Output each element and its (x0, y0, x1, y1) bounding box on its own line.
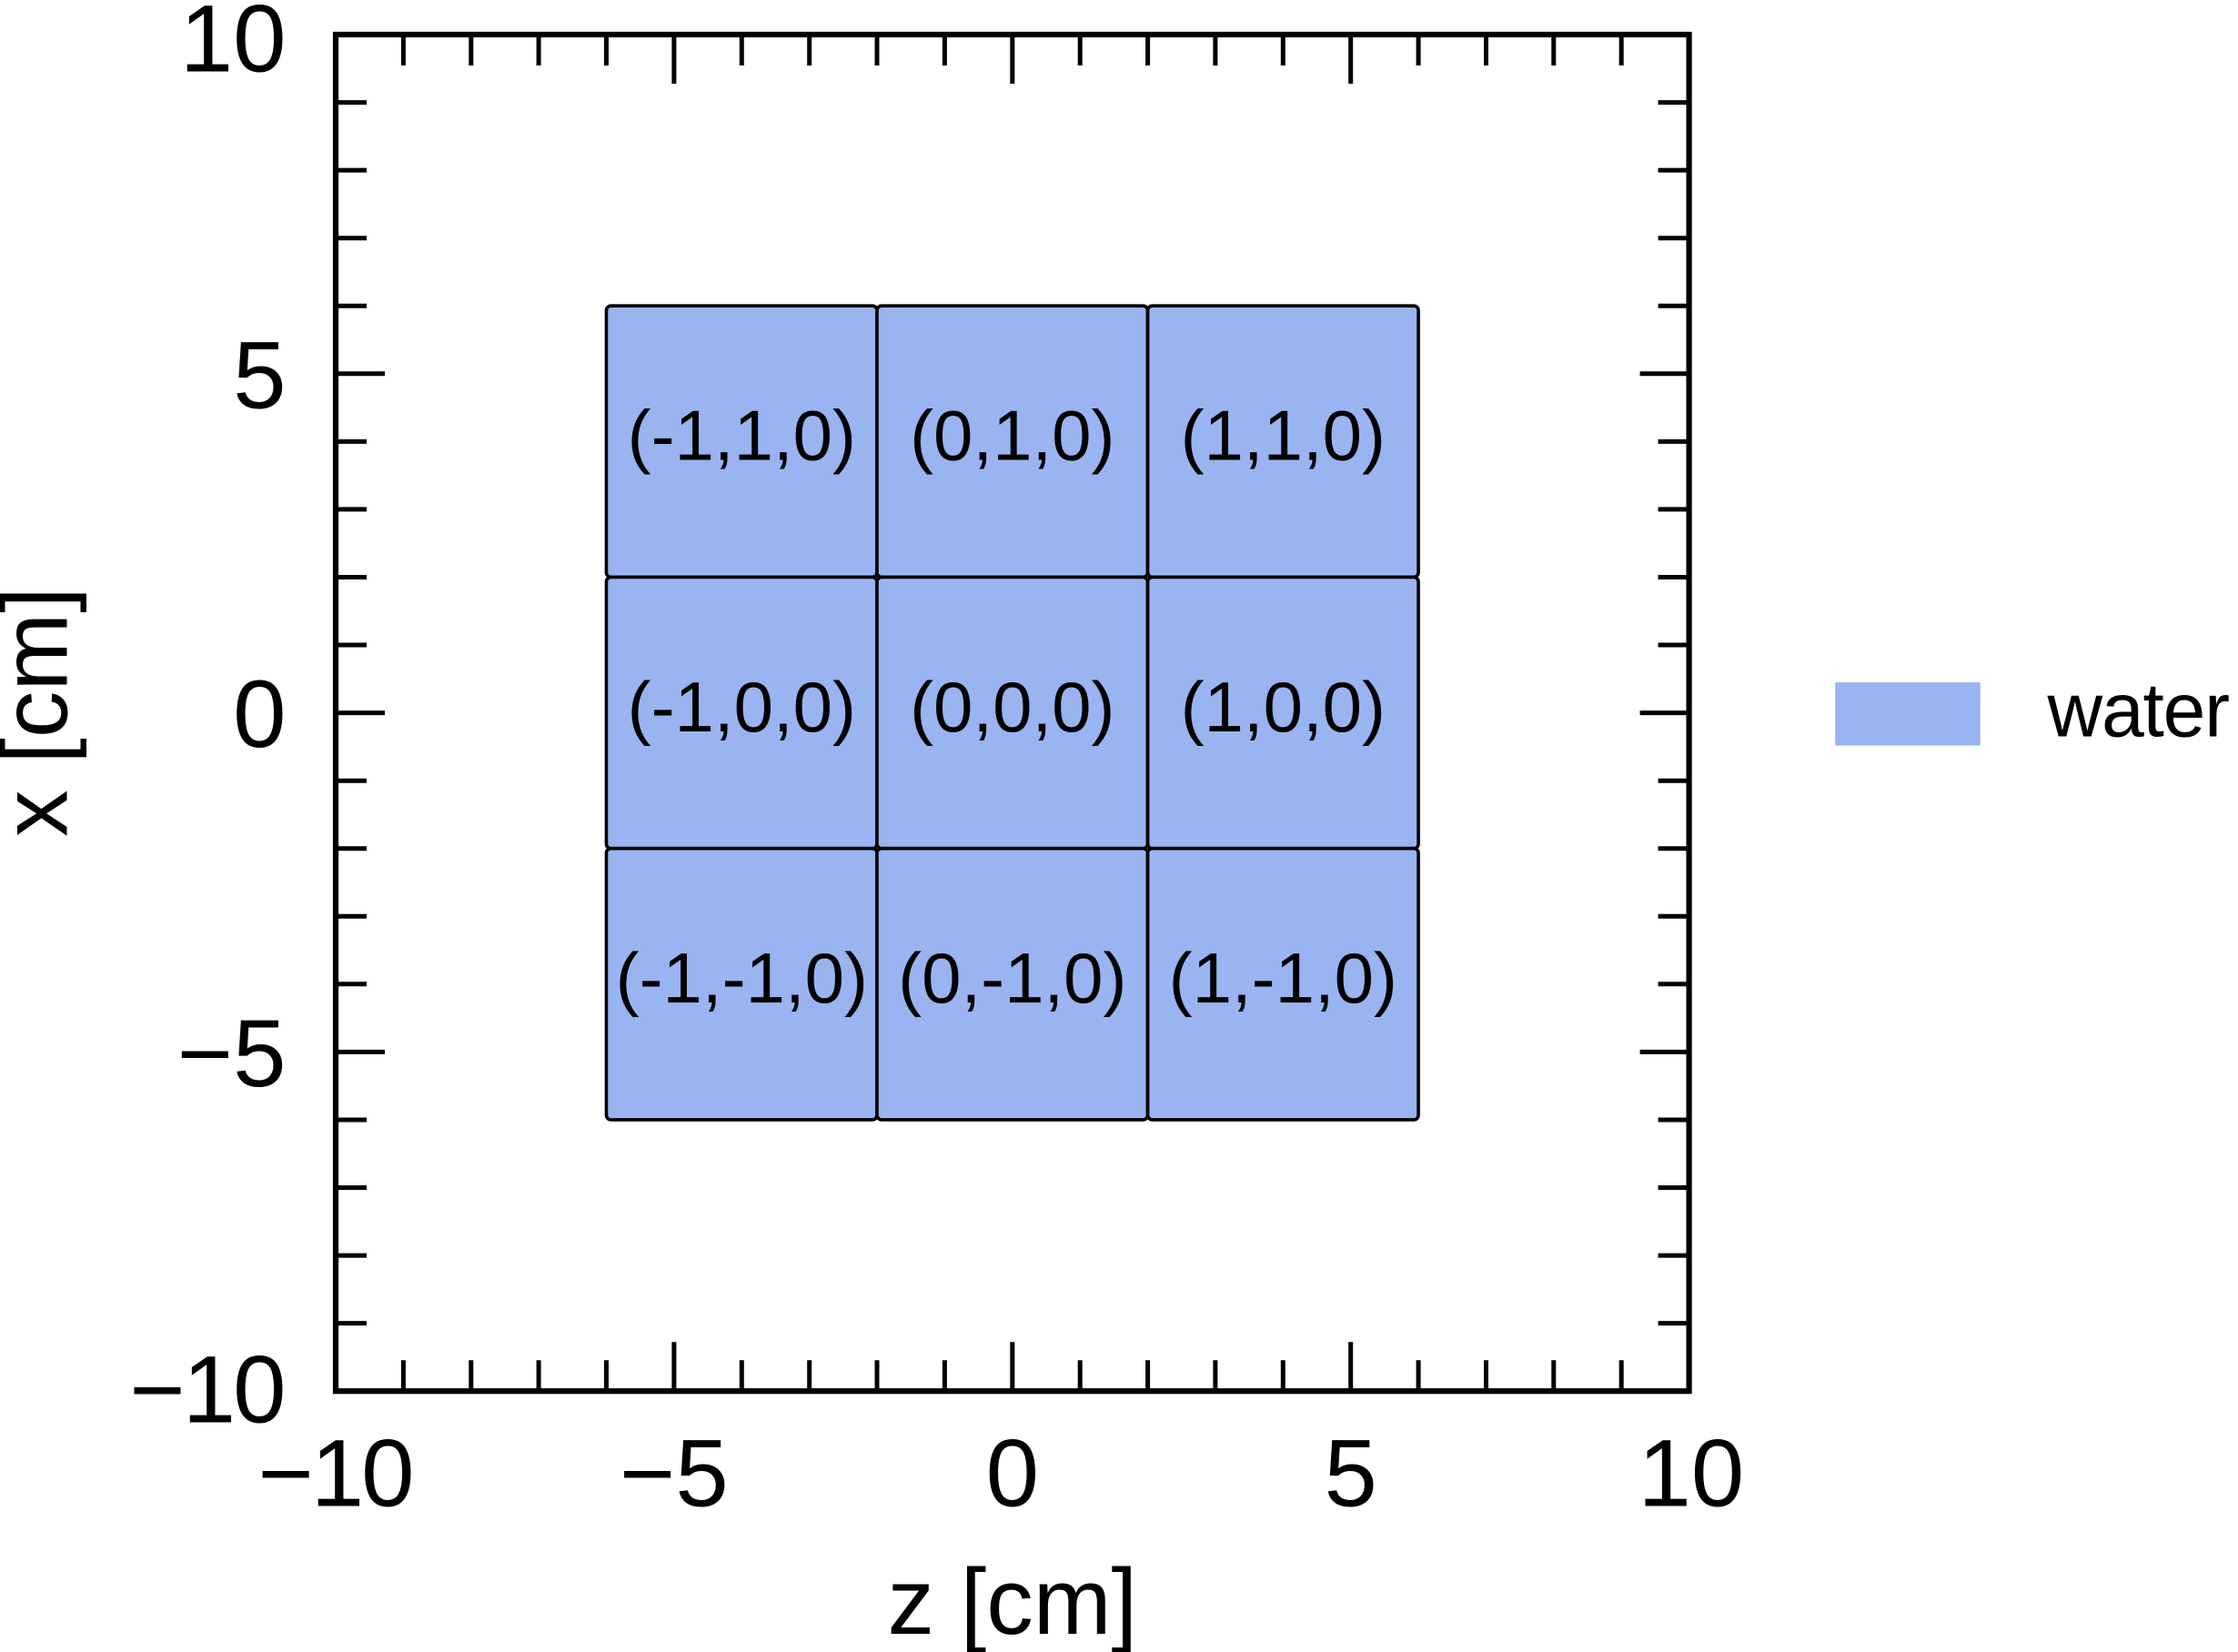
svg-text:0: 0 (986, 1421, 1039, 1527)
svg-text:(0,1,0): (0,1,0) (910, 396, 1114, 476)
svg-text:(-1,1,0): (-1,1,0) (628, 396, 856, 476)
svg-text:(1,-1,0): (1,-1,0) (1169, 938, 1397, 1018)
svg-text:10: 10 (180, 0, 287, 93)
svg-text:10: 10 (1638, 1421, 1745, 1527)
svg-text:−5: −5 (620, 1421, 729, 1527)
svg-text:−10: −10 (257, 1421, 411, 1527)
svg-text:0: 0 (233, 661, 286, 768)
svg-text:(0,0,0): (0,0,0) (910, 667, 1114, 747)
svg-text:(1,1,0): (1,1,0) (1181, 396, 1386, 476)
svg-text:x [cm]: x [cm] (0, 587, 87, 837)
svg-text:z [cm]: z [cm] (887, 1549, 1137, 1652)
svg-text:(-1,0,0): (-1,0,0) (628, 667, 856, 747)
svg-text:(-1,-1,0): (-1,-1,0) (616, 938, 868, 1018)
svg-text:−10: −10 (129, 1337, 283, 1444)
svg-text:water: water (2047, 668, 2230, 753)
svg-text:5: 5 (233, 322, 286, 428)
svg-text:(1,0,0): (1,0,0) (1181, 667, 1386, 747)
svg-text:5: 5 (1324, 1421, 1376, 1527)
svg-text:−5: −5 (177, 1001, 287, 1107)
svg-text:(0,-1,0): (0,-1,0) (898, 938, 1126, 1018)
